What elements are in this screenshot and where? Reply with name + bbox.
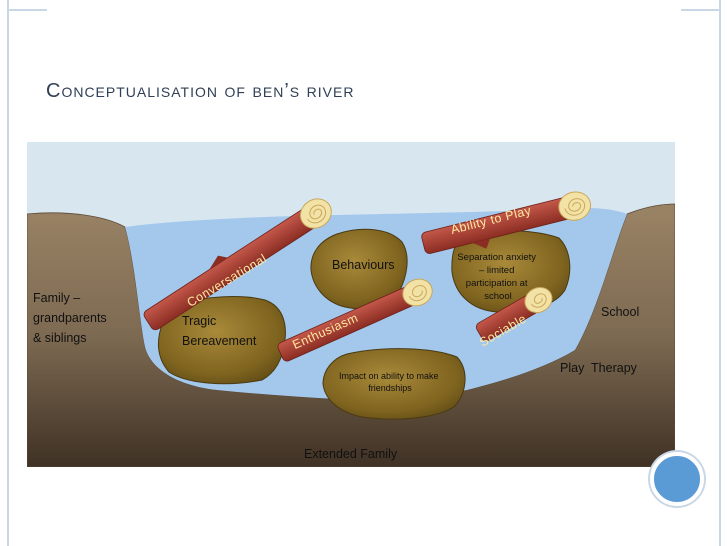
log-conversational xyxy=(143,198,332,331)
label-impact-line-2: friendships xyxy=(368,383,412,393)
frame-top-left-line xyxy=(7,9,47,11)
frame-left-line xyxy=(7,0,9,546)
label-impact-line-1: Impact on ability to make xyxy=(339,371,439,381)
frame-right-line xyxy=(719,0,721,546)
label-tragic-line-1: Tragic xyxy=(182,314,216,328)
corner-decoration-circle xyxy=(650,452,704,506)
log-ability-to-play xyxy=(421,191,592,254)
frame-top-right-line xyxy=(681,9,721,11)
label-tragic-line-2: Bereavement xyxy=(182,334,257,348)
slide-title: Conceptualisation of ben’s river xyxy=(46,80,355,102)
label-family-line-1: Family – xyxy=(33,291,80,305)
river-diagram-svg: Conversational Enthusiasm Ability to Pla… xyxy=(27,142,675,467)
label-family-line-3: & siblings xyxy=(33,331,87,345)
label-extended-family: Extended Family xyxy=(304,447,398,461)
label-separation-line-2: – limited xyxy=(479,265,514,276)
label-impact-friendships: Impact on ability to make friendships xyxy=(339,371,441,393)
river-diagram: Conversational Enthusiasm Ability to Pla… xyxy=(27,142,675,467)
label-separation-line-4: school xyxy=(484,291,511,302)
label-play-therapy: Play Therapy xyxy=(560,361,638,375)
log-enthusiasm xyxy=(277,278,433,362)
label-school: School xyxy=(601,305,639,319)
label-separation-anxiety: Separation anxiety – limited participati… xyxy=(457,252,538,302)
log-sociable xyxy=(475,286,553,342)
label-tragic-bereavement: Tragic Bereavement xyxy=(182,314,257,348)
label-behaviours: Behaviours xyxy=(332,258,395,272)
label-family-line-2: grandparents xyxy=(33,311,107,325)
label-separation-line-1: Separation anxiety xyxy=(457,252,536,263)
label-separation-line-3: participation at xyxy=(466,278,528,289)
rock-impact-friendships xyxy=(322,348,466,420)
label-family: Family – grandparents & siblings xyxy=(33,291,110,345)
